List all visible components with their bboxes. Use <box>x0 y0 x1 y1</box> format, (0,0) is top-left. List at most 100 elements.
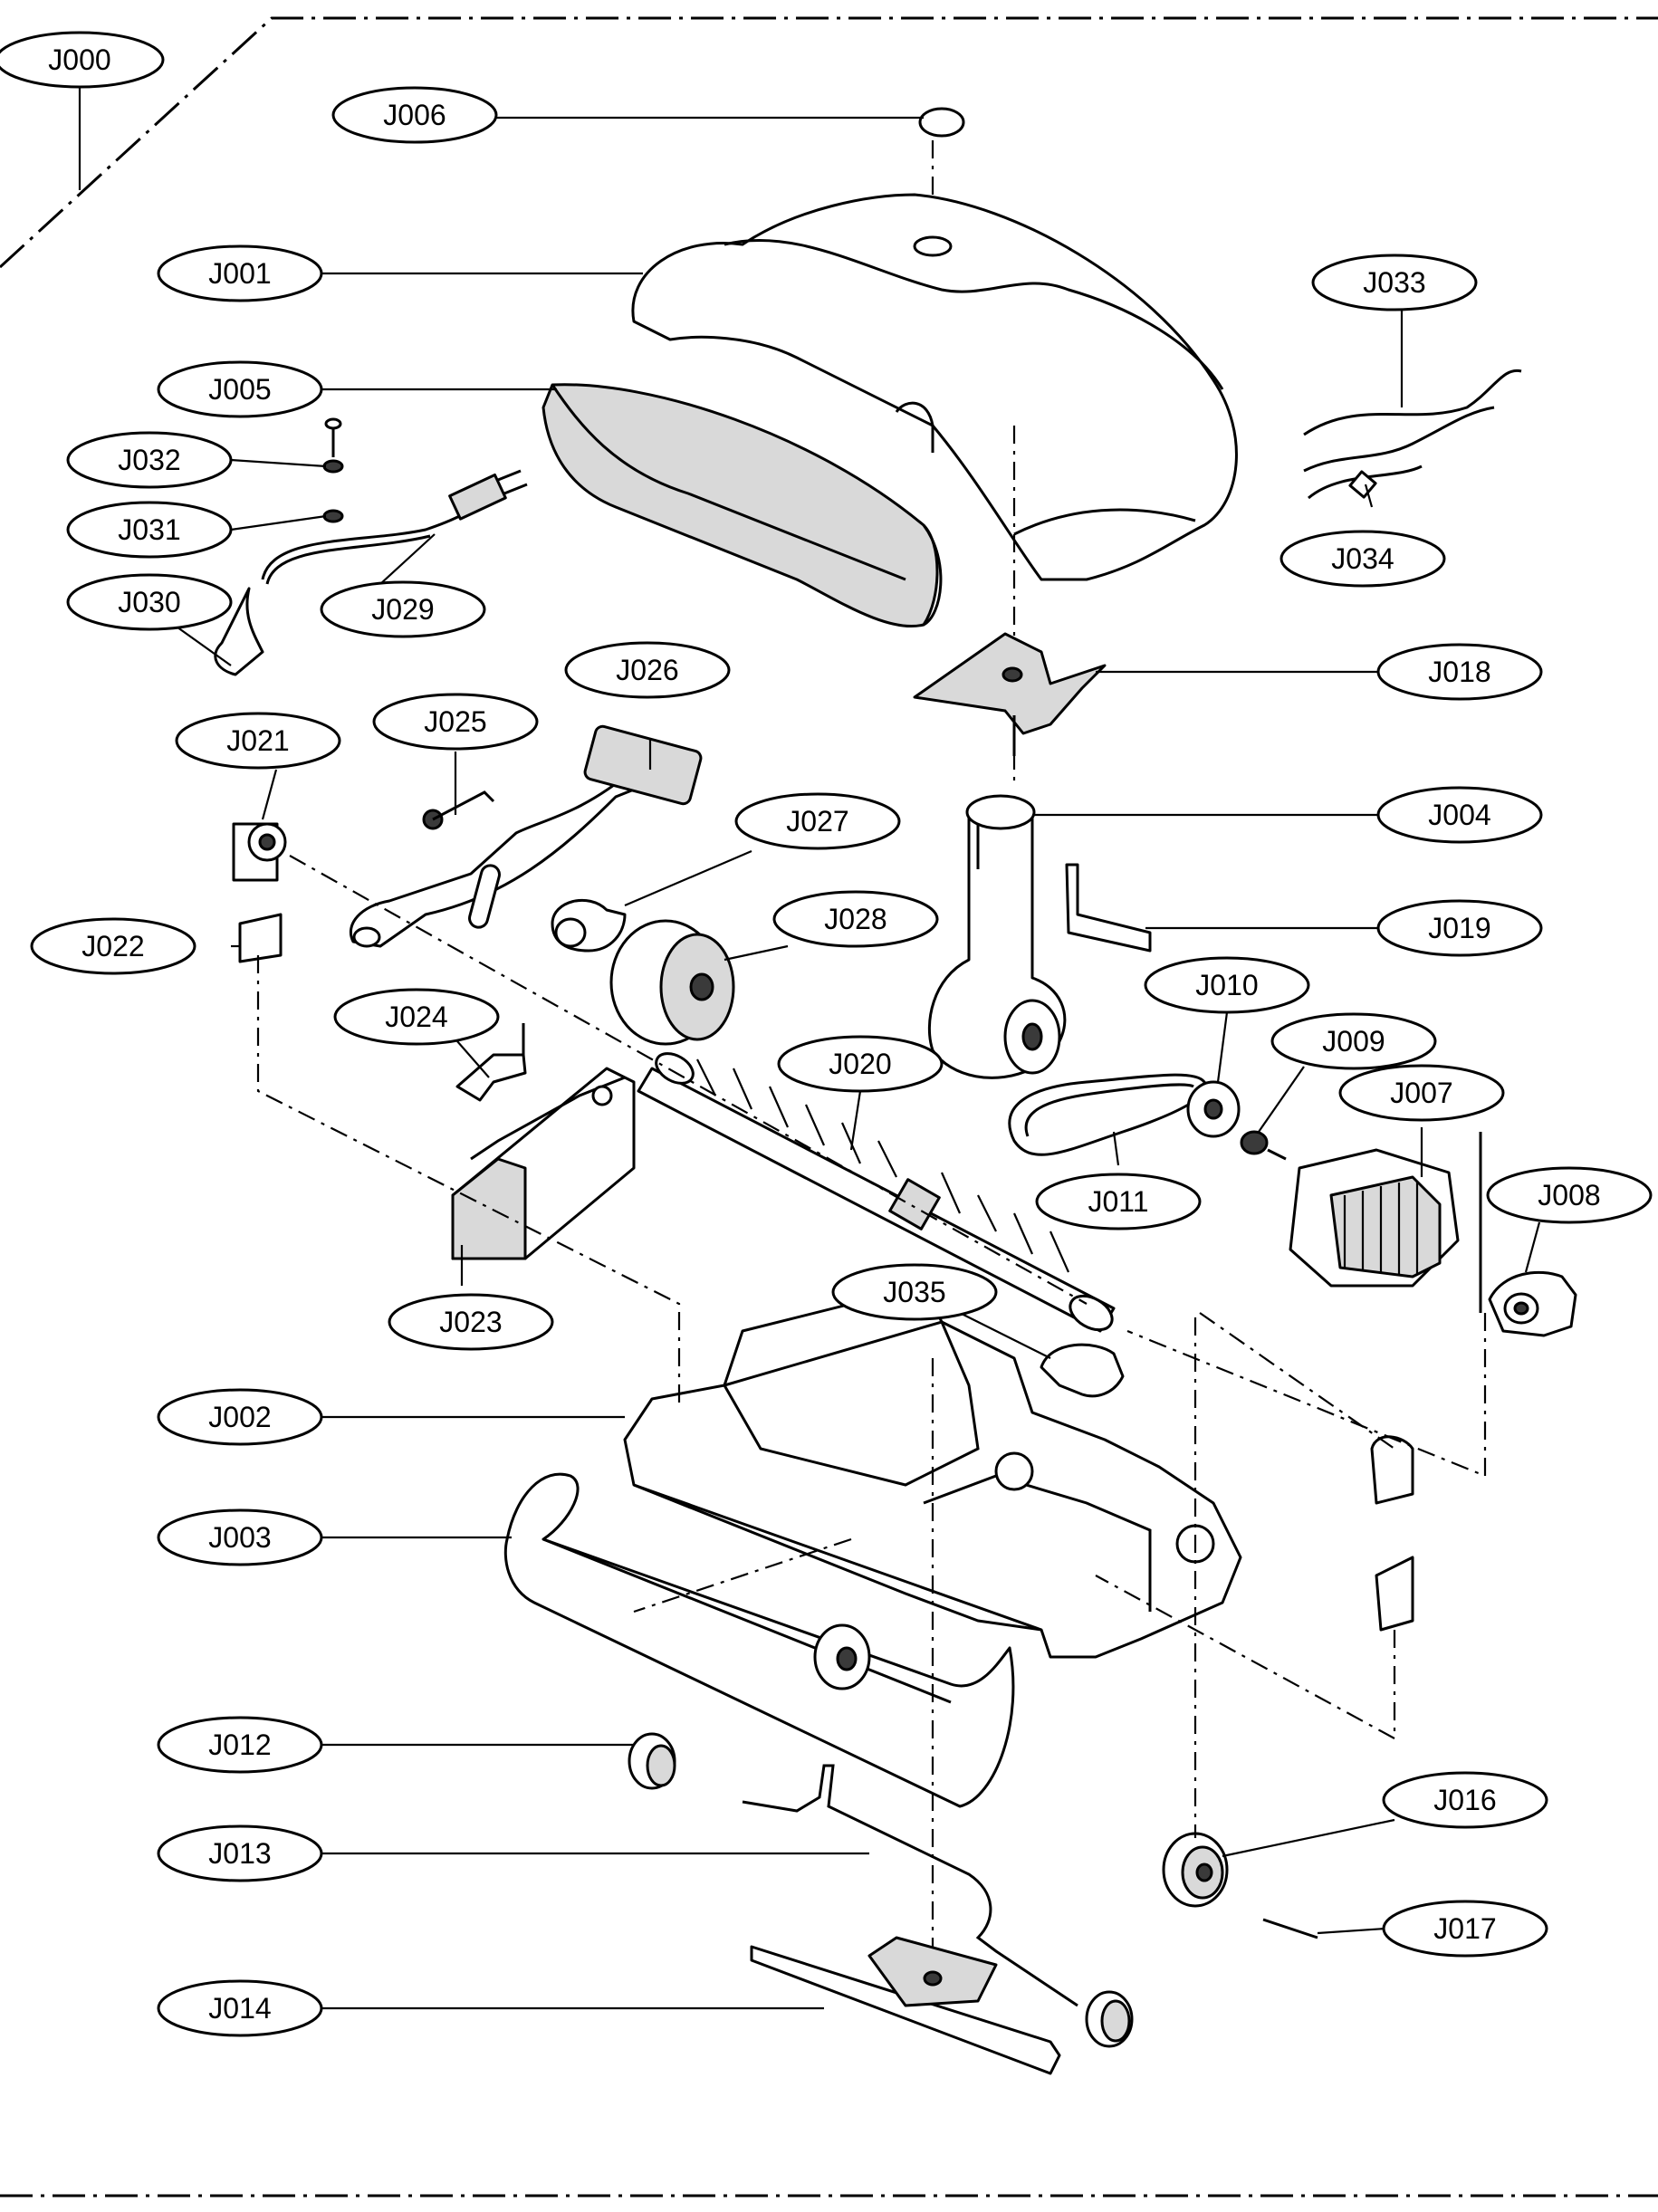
callout-j000: J000 <box>0 31 165 89</box>
callout-label: J025 <box>424 705 486 738</box>
callout-label: J004 <box>1428 799 1490 831</box>
part-cap <box>918 107 965 231</box>
part-bracket <box>1040 1343 1125 1398</box>
callout-j008: J008 <box>1486 1166 1653 1224</box>
part-cord-assembly <box>214 417 528 676</box>
callout-j032: J032 <box>66 431 233 489</box>
callout-j001: J001 <box>157 244 323 302</box>
callout-label: J007 <box>1390 1077 1452 1109</box>
part-wedge-bracket <box>913 632 1107 756</box>
part-bumper-panel <box>541 383 943 627</box>
callout-j024: J024 <box>333 988 500 1046</box>
callout-label: J022 <box>81 930 144 962</box>
part-motor <box>1267 1132 1482 1313</box>
callout-j005: J005 <box>157 360 323 418</box>
assembly-lines <box>256 855 1487 1947</box>
callout-label: J002 <box>208 1401 271 1433</box>
callout-label: J023 <box>439 1306 502 1338</box>
callout-label: J008 <box>1538 1179 1600 1211</box>
part-front-bumper <box>503 1472 1015 1808</box>
leader-lines <box>78 86 1541 2010</box>
callout-j033: J033 <box>1311 254 1478 311</box>
callout-j014: J014 <box>157 1979 323 2037</box>
diagram-frame <box>0 16 1658 2198</box>
callout-j013: J013 <box>157 1824 323 1882</box>
callout-label: J006 <box>383 99 446 131</box>
callout-label: J026 <box>616 654 678 686</box>
part-pulley <box>1186 1080 1241 1138</box>
callout-label: J014 <box>208 1992 271 2025</box>
part-switch-box <box>451 1023 636 1260</box>
part-elbow-tube <box>927 794 1067 1079</box>
part-hood <box>631 193 1238 788</box>
callout-label: J001 <box>208 257 271 290</box>
callout-label: J005 <box>208 373 271 406</box>
callout-j009: J009 <box>1270 1012 1437 1070</box>
callout-j035: J035 <box>831 1263 998 1321</box>
callout-label: J021 <box>226 724 289 757</box>
callout-label: J020 <box>829 1048 891 1080</box>
callout-j021: J021 <box>175 712 341 770</box>
part-bearing-holder-left <box>232 822 287 963</box>
callout-label: J024 <box>385 1001 447 1033</box>
callout-label: J017 <box>1433 1912 1496 1945</box>
callout-label: J003 <box>208 1521 271 1554</box>
part-belt <box>1008 1073 1207 1156</box>
callout-j007: J007 <box>1338 1064 1505 1122</box>
callout-j023: J023 <box>388 1293 554 1351</box>
callout-label: J030 <box>118 586 180 618</box>
callout-j029: J029 <box>320 580 486 638</box>
callout-label: J016 <box>1433 1784 1496 1816</box>
callout-label: J012 <box>208 1728 271 1761</box>
callout-label: J033 <box>1363 266 1425 299</box>
callout-j017: J017 <box>1382 1900 1548 1958</box>
callout-j018: J018 <box>1376 643 1543 701</box>
callout-j030: J030 <box>66 573 233 631</box>
callout-label: J009 <box>1322 1025 1385 1058</box>
part-brushroll <box>637 1052 1116 1333</box>
callout-j002: J002 <box>157 1388 323 1446</box>
part-pin <box>1262 1918 1318 1939</box>
part-gear <box>1240 1130 1269 1155</box>
callout-j011: J011 <box>1035 1173 1202 1230</box>
callout-j031: J031 <box>66 501 233 559</box>
part-axle <box>742 1764 1078 2007</box>
callout-j003: J003 <box>157 1508 323 1566</box>
part-bottom-plate <box>750 1936 1061 2075</box>
callout-label: J031 <box>118 513 180 546</box>
callout-label: J034 <box>1331 542 1394 575</box>
part-u-clip <box>1065 863 1152 953</box>
part-wheel-large <box>609 919 735 1046</box>
part-pedal-lever <box>349 724 703 948</box>
callout-j010: J010 <box>1144 956 1310 1014</box>
callout-label: J035 <box>883 1276 945 1308</box>
callout-label: J000 <box>48 43 110 76</box>
callout-j022: J022 <box>30 917 196 975</box>
part-side-wheel <box>1162 1832 1229 1908</box>
part-motor-end-cap <box>1488 1270 1577 1337</box>
callout-j027: J027 <box>734 792 901 850</box>
callout-label: J028 <box>824 903 887 935</box>
part-rear-wheel <box>628 1732 1134 2048</box>
callout-label: J027 <box>786 805 848 838</box>
part-spring <box>422 790 495 830</box>
part-clip <box>551 898 627 953</box>
callout-j016: J016 <box>1382 1771 1548 1829</box>
part-wire-set <box>1303 369 1522 500</box>
callout-j020: J020 <box>777 1035 944 1093</box>
callout-j025: J025 <box>372 693 539 751</box>
part-base-wheel <box>813 1623 871 1690</box>
callout-j028: J028 <box>772 890 939 948</box>
callout-label: J018 <box>1428 656 1490 688</box>
callout-label: J013 <box>208 1837 271 1870</box>
callout-j034: J034 <box>1279 530 1446 588</box>
callout-label: J010 <box>1195 969 1258 1001</box>
callout-j006: J006 <box>331 86 498 144</box>
callout-label: J029 <box>371 593 434 626</box>
callout-j026: J026 <box>564 641 731 699</box>
callout-label: J011 <box>1088 1185 1148 1218</box>
callout-j004: J004 <box>1376 786 1543 844</box>
callout-j019: J019 <box>1376 899 1543 957</box>
part-bearing-holder-right <box>1370 1435 1414 1632</box>
